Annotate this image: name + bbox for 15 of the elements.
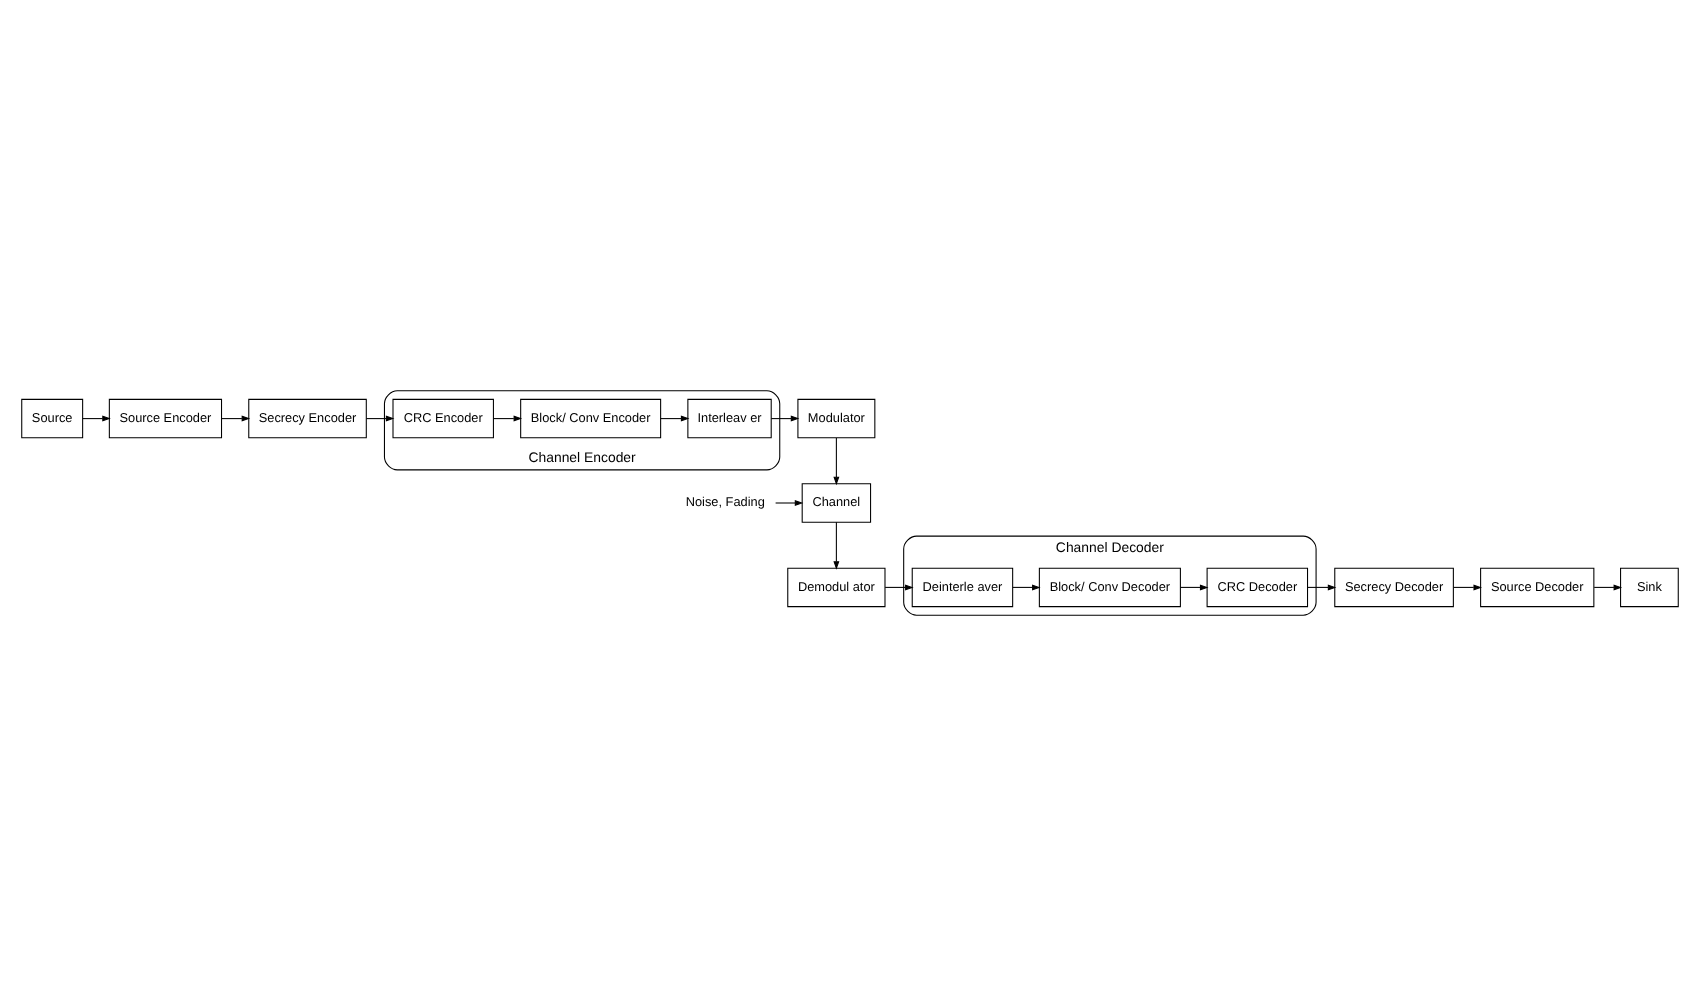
arrow [770,414,800,421]
arrow [1593,583,1623,590]
arrow [1453,583,1483,590]
arrow [493,414,523,421]
arrow [365,414,395,421]
arrow [775,499,804,505]
arrow [884,583,914,590]
arrow [1012,583,1041,590]
arrow [660,414,690,421]
arrow [221,414,251,421]
arrow [833,520,840,569]
arrow [833,436,840,485]
arrow [1307,583,1337,590]
arrow [1179,583,1209,590]
arrow [82,414,111,421]
